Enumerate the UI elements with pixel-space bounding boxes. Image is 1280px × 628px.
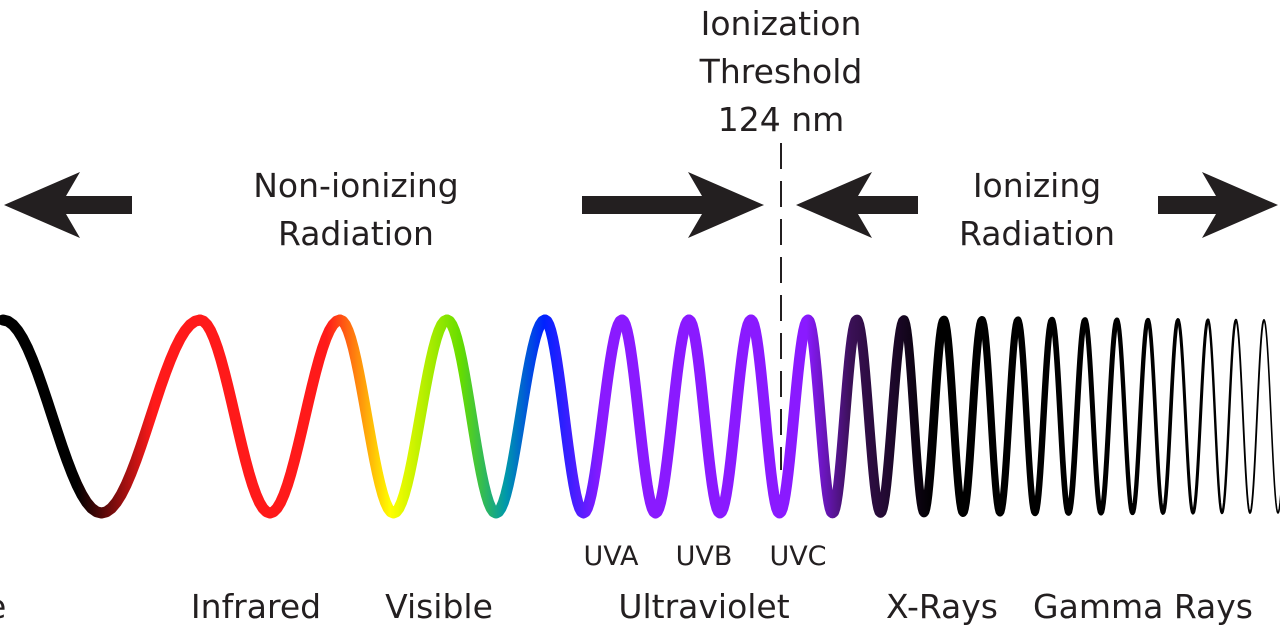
band-label-infrared: Infrared: [190, 587, 322, 626]
wave-cycle: [1014, 316, 1056, 517]
band-label-ultraviolet: Ultraviolet: [618, 587, 790, 626]
wave-cycle: [616, 314, 695, 519]
wave-cycle: [1146, 318, 1180, 515]
arrow-left-icon: [796, 172, 918, 238]
arrow-left-icon: [4, 172, 132, 238]
wave-cycle: [539, 314, 628, 519]
wave-cycle: [334, 314, 453, 519]
non-ionizing-line-2: Radiation: [278, 214, 434, 253]
wave-cycle: [1263, 319, 1280, 514]
arrow-right-icon: [582, 172, 764, 238]
wave-cycle: [194, 314, 346, 519]
threshold-line-1: Ionization: [700, 4, 862, 43]
ionizing-line-2: Radiation: [959, 214, 1115, 253]
wave-cycle: [940, 316, 986, 517]
threshold-line-2: Threshold: [699, 52, 863, 91]
wave-cycle: [745, 314, 814, 519]
wave-cycle: [1176, 318, 1210, 515]
threshold-line-3: 124 nm: [717, 100, 845, 139]
ionizing-label: Ionizing Radiation: [959, 162, 1115, 258]
wave-cycle: [852, 315, 909, 518]
uvb-label: UVB: [675, 541, 733, 572]
wave-cycle: [0, 314, 206, 519]
sine-wave-tail: [0, 314, 1280, 519]
non-ionizing-line-1: Non-ionizing: [253, 166, 459, 205]
wave-cycle: [978, 316, 1022, 517]
ionizing-line-1: Ionizing: [972, 166, 1102, 205]
wave-cycle: [1082, 317, 1120, 516]
band-label-gamma-rays: Gamma Rays: [1033, 587, 1253, 626]
wave-cycle: [441, 314, 551, 519]
wave-cycle: [1049, 317, 1088, 516]
non-ionizing-label: Non-ionizing Radiation: [253, 162, 459, 258]
wave-cycle: [683, 314, 757, 519]
wave-cycle: [899, 315, 949, 518]
threshold-label: Ionization Threshold 124 nm: [700, 0, 863, 144]
wave-cycle: [1235, 319, 1265, 514]
band-label-partial: e: [0, 590, 6, 623]
band-label-visible: Visible: [385, 587, 493, 626]
uvc-label: UVC: [769, 541, 827, 572]
wave-cycle: [1114, 317, 1151, 516]
wave-cycle: [802, 314, 863, 519]
uva-label: UVA: [583, 541, 639, 572]
band-label-x-rays: X-Rays: [885, 587, 999, 626]
wave-cycle: [1206, 318, 1238, 515]
arrow-right-icon: [1158, 172, 1278, 238]
